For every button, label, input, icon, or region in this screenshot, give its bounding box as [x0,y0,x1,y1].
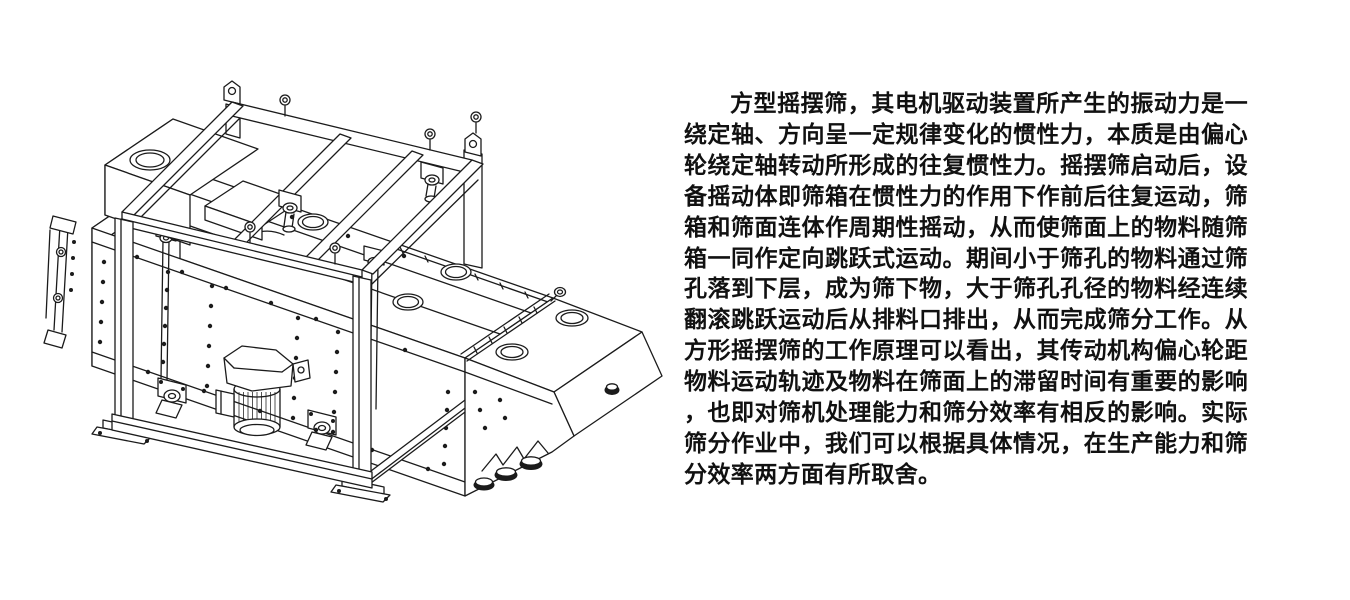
eyebolt [424,128,436,140]
motor-junction-box [215,389,235,418]
eyebolt [329,242,341,254]
eyebolt [279,94,291,106]
inlet-hanging-link [43,215,77,349]
eyebolt [244,221,256,233]
clamp-ticks [473,306,538,354]
lower-rocker-left [155,377,187,419]
bottom-front-beam [111,413,373,489]
drive-bracket [292,359,311,383]
working-principle-paragraph: 方型摇摆筛，其电机驱动装置所产生的振动力是一绕定轴、方向呈一定规律变化的惯性力，… [684,90,1248,487]
hopper-front-face [464,357,575,497]
lifting-lug-left [223,80,241,105]
right-side-beam [361,159,484,275]
support-frame [91,80,484,503]
bearing-hanger [278,189,302,233]
top-back-beam [231,101,473,175]
vibration-motor [215,345,311,437]
gyratory-screen-isometric-drawing [43,80,663,503]
discharge-spouts [473,440,549,491]
lifting-lug-right [464,132,482,157]
eccentric-housing [223,345,294,392]
machine-figure [43,80,663,503]
eyebolt [470,111,482,123]
discharge-hopper [460,286,663,497]
box-top-inspection-ports [297,213,472,311]
lifting-eyelet [553,286,567,298]
